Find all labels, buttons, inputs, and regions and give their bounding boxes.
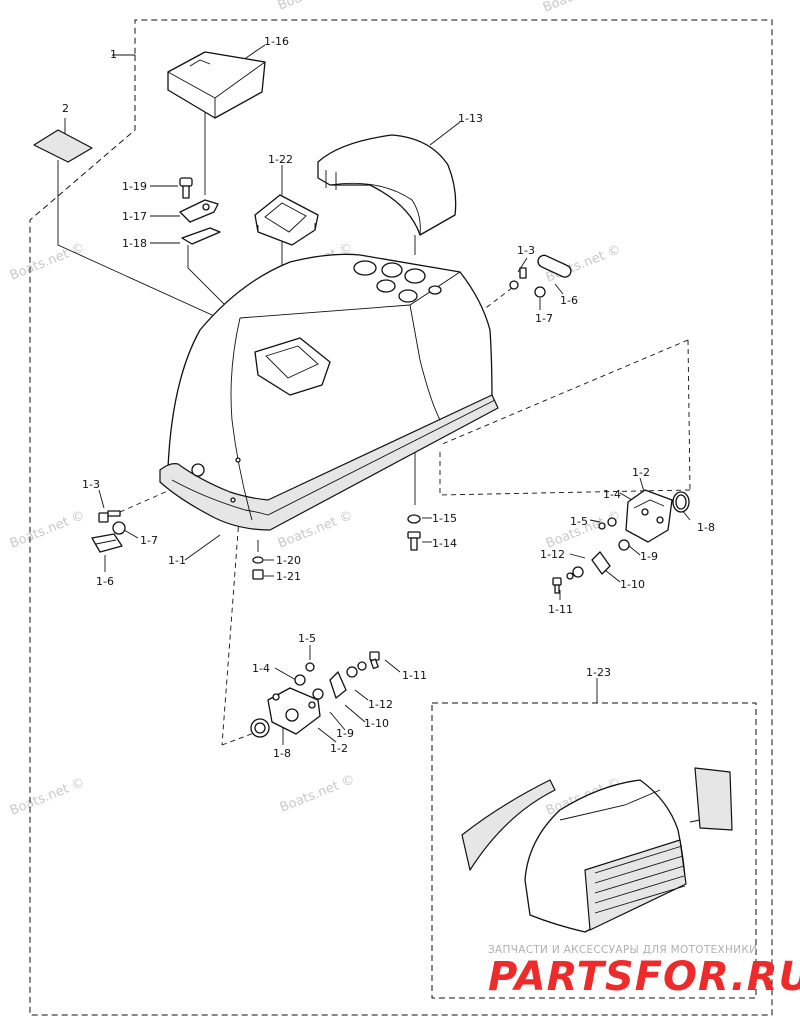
callout-labels: 1 2 1-16 1-13 1-22 1-19 1-17 1-18 1-3 1-… bbox=[62, 35, 715, 760]
callout-1-10: 1-10 bbox=[620, 578, 645, 591]
callout-1-4: 1-4 bbox=[252, 662, 270, 675]
callout-1-9: 1-9 bbox=[640, 550, 658, 563]
callout-1-3: 1-3 bbox=[82, 478, 100, 491]
callout-1-17: 1-17 bbox=[122, 210, 147, 223]
top-cover-plate-part bbox=[167, 51, 266, 119]
callout-1-1: 1-1 bbox=[168, 554, 186, 567]
caution-label-part bbox=[33, 129, 93, 163]
sticker-kit-inset bbox=[431, 702, 757, 999]
screw-latch-parts bbox=[179, 177, 221, 245]
callout-1-18: 1-18 bbox=[122, 237, 147, 250]
callout-1-7: 1-7 bbox=[140, 534, 158, 547]
partsfor-banner: ЗАПЧАСТИ И АКСЕССУАРЫ ДЛЯ МОТОТЕХНИКИ PA… bbox=[488, 944, 800, 1000]
nut-washer-parts bbox=[252, 556, 264, 580]
watermark: Boats.net © bbox=[276, 0, 355, 14]
callout-1-2: 1-2 bbox=[330, 742, 348, 755]
callout-1-7: 1-7 bbox=[535, 312, 553, 325]
watermark: Boats.net © bbox=[8, 508, 87, 552]
callout-1-4: 1-4 bbox=[603, 488, 621, 501]
callout-1-22: 1-22 bbox=[268, 153, 293, 166]
callout-1-9: 1-9 bbox=[336, 727, 354, 740]
callout-1-21: 1-21 bbox=[276, 570, 301, 583]
callout-1-13: 1-13 bbox=[458, 112, 483, 125]
assembly-outline bbox=[29, 19, 773, 1016]
callout-1-3: 1-3 bbox=[517, 244, 535, 257]
lower-bracket-assembly bbox=[250, 651, 380, 738]
callout-1-8: 1-8 bbox=[697, 521, 715, 534]
callout-1-6: 1-6 bbox=[560, 294, 578, 307]
callout-1-5: 1-5 bbox=[298, 632, 316, 645]
bolt-washer-parts bbox=[407, 514, 421, 551]
watermark: Boats.net © bbox=[8, 775, 87, 819]
callout-1-12: 1-12 bbox=[540, 548, 565, 561]
callout-1-5: 1-5 bbox=[570, 515, 588, 528]
hood-cover-part bbox=[317, 134, 457, 236]
banner-logo: PARTSFOR.RU bbox=[488, 954, 800, 1000]
right-bracket-assembly bbox=[552, 489, 690, 594]
callout-1-11: 1-11 bbox=[548, 603, 573, 616]
watermark: Boats.net © bbox=[278, 772, 357, 816]
callout-1-12: 1-12 bbox=[368, 698, 393, 711]
callout-1-16: 1-16 bbox=[264, 35, 289, 48]
watermark: Boats.net © bbox=[541, 0, 620, 16]
seal-grommet-part bbox=[254, 194, 319, 246]
callout-1-15: 1-15 bbox=[432, 512, 457, 525]
callout-1-23: 1-23 bbox=[586, 666, 611, 679]
callout-1-8: 1-8 bbox=[273, 747, 291, 760]
left-latch-parts bbox=[91, 510, 126, 553]
callout-1-11: 1-11 bbox=[402, 669, 427, 682]
callout-1-20: 1-20 bbox=[276, 554, 301, 567]
watermark: Boats.net © bbox=[8, 240, 87, 284]
callout-1-19: 1-19 bbox=[122, 180, 147, 193]
callout-1-2: 1-2 bbox=[632, 466, 650, 479]
callout-1-6: 1-6 bbox=[96, 575, 114, 588]
right-latch-parts bbox=[509, 254, 572, 298]
callout-1-14: 1-14 bbox=[432, 537, 457, 550]
callout-1: 1 bbox=[110, 48, 117, 61]
banner-tagline: ЗАПЧАСТИ И АКСЕССУАРЫ ДЛЯ МОТОТЕХНИКИ bbox=[488, 944, 757, 956]
callout-2: 2 bbox=[62, 102, 69, 115]
engine-cowling-part bbox=[159, 253, 499, 531]
callout-1-10: 1-10 bbox=[364, 717, 389, 730]
